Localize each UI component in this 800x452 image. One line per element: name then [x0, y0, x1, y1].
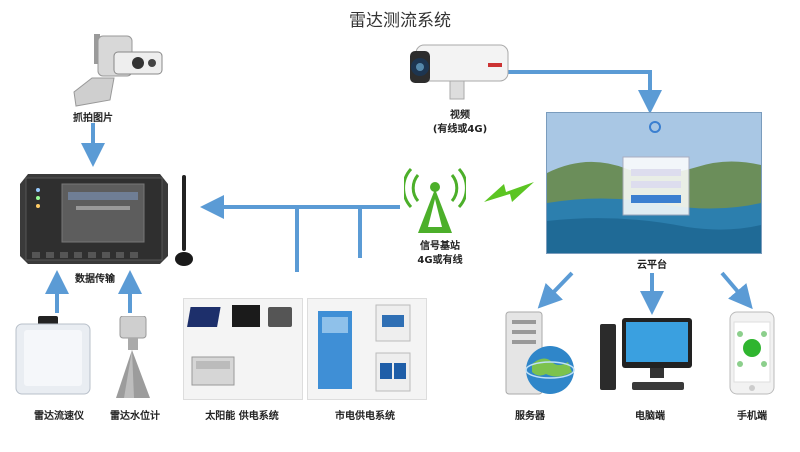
cloud-platform-screen	[546, 112, 762, 254]
data-terminal-icon	[18, 166, 170, 270]
mains-power-label: 市电供电系统	[335, 411, 395, 422]
video-connection-label: (有线或4G)	[432, 124, 488, 135]
server-globe-icon	[498, 306, 580, 402]
arrow-cloud-to-server	[537, 271, 574, 309]
solar-power-label: 太阳能 供电系统	[205, 411, 279, 422]
cell-tower-icon	[402, 165, 468, 239]
bullet-camera-icon	[404, 43, 514, 107]
solar-power-equipment	[183, 298, 303, 400]
mains-power-equipment	[307, 298, 427, 400]
desktop-pc-icon	[598, 316, 698, 400]
data-transfer-label: 数据传输	[75, 274, 115, 285]
diagram-title: 雷达测流系统	[349, 11, 451, 31]
server-label: 服务器	[515, 411, 545, 422]
mobile-label: 手机端	[737, 411, 767, 422]
arrow-cloud-to-mobile	[720, 271, 753, 310]
base-station-label: 信号基站	[420, 241, 460, 252]
radar-velocity-label: 雷达流速仪	[34, 411, 84, 422]
arrow-video-to-cloud	[508, 70, 662, 114]
lightning-bolt-icon	[482, 178, 536, 212]
antenna-icon	[174, 175, 194, 275]
ptz-camera-icon	[62, 30, 172, 112]
radar-level-icon	[110, 315, 156, 404]
snapshot-label: 抓拍图片	[73, 113, 113, 124]
pc-label: 电脑端	[635, 411, 665, 422]
smartphone-icon	[726, 310, 778, 400]
video-label: 视频	[450, 110, 470, 121]
radar-velocity-icon	[14, 316, 96, 400]
radar-level-label: 雷达水位计	[110, 411, 160, 422]
cloud-platform-label: 云平台	[637, 260, 667, 271]
base-station-mode-label: 4G或有线	[417, 255, 463, 266]
